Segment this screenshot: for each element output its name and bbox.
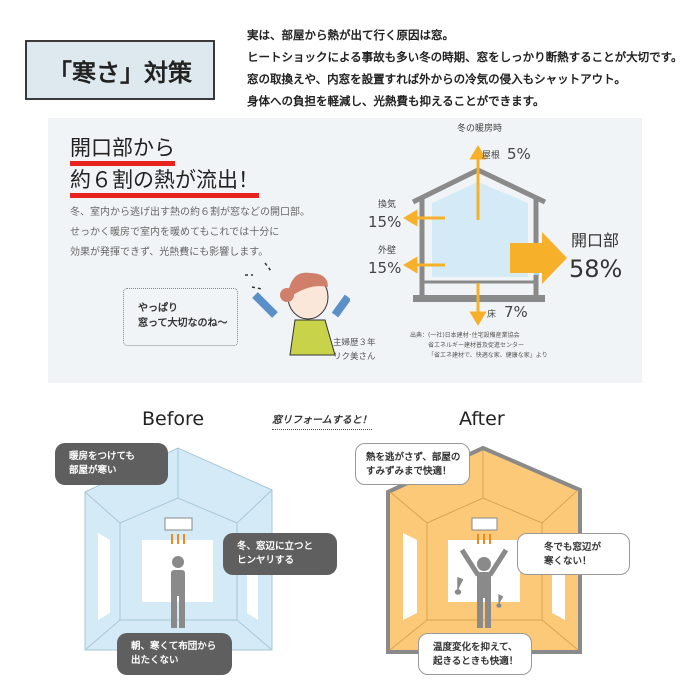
intro-line: ヒートショックによる事故も多い冬の時期、窓をしっかり断熱することが大切です。 — [247, 50, 683, 64]
before-title: Before — [142, 408, 205, 430]
quote-line: 窓って大切なのね〜 — [138, 318, 228, 329]
room-illustrations — [84, 445, 582, 654]
opening-value: 58% — [569, 255, 623, 283]
cold-person — [171, 556, 185, 628]
body-line: 効果が発揮できず、光熱費にも影響します。 — [70, 247, 269, 258]
headline-2: 約６割の熱が流出！ — [70, 168, 259, 198]
wall-value: 15% — [368, 259, 402, 277]
wall-label: 外壁 — [378, 246, 397, 256]
source-line: 「省エネ建材で、快適な家、健康な家」より — [428, 352, 548, 359]
vent-value: 15% — [368, 213, 402, 231]
intro-line: 実は、部屋から熱が出て行く原因は窓。 — [247, 28, 454, 42]
roof-label: 屋根 — [482, 151, 501, 161]
source-line: 省エネルギー建材普及促進センター — [428, 342, 525, 349]
body-line: せっかく暖房で室内を暖めてもこれでは十分に — [70, 227, 280, 238]
house-diagram — [403, 145, 567, 326]
happy-person — [459, 548, 509, 628]
page-title: 「寒さ」対策 — [48, 58, 192, 87]
intro-line: 窓の取換えや、内窓を設置すれば外からの冷気の侵入もシャットアウト。 — [247, 72, 626, 86]
diagram-title: 冬の暖房時 — [457, 124, 503, 134]
after-title: After — [459, 408, 505, 430]
character-caption: 主婦歴３年 — [333, 338, 376, 348]
opening-label: 開口部 — [571, 231, 620, 250]
intro-line: 身体への負担を軽減し、光熱費も抑えることができます。 — [247, 94, 545, 108]
after-bubble: 熱を逃がさず、部屋のすみずみまで快適！ — [355, 443, 470, 485]
after-bubble: 温度変化を抑えて、起きるときも快適！ — [418, 633, 532, 675]
after-bubble: 冬でも窓辺が寒くない！ — [517, 533, 630, 575]
quote-box: やっぱり窓って大切なのね〜 — [123, 288, 238, 346]
before-bubble: 朝、寒くて布団から出たくない — [117, 633, 232, 675]
headline-1: 開口部から — [70, 136, 175, 166]
floor-value: 7% — [504, 303, 528, 321]
music-note-icon — [496, 594, 504, 608]
opening-arrow — [510, 232, 567, 284]
roof-value: 5% — [507, 145, 531, 163]
before-room — [84, 447, 273, 651]
quote-line: やっぱり — [138, 303, 178, 314]
vent-label: 換気 — [378, 200, 397, 210]
character-illustration — [245, 262, 350, 356]
source-line: 出典：(一社)日本建材･住宅設備産業協会 — [410, 332, 520, 339]
body-line: 冬、室内から逃げ出す熱の約６割が窓などの開口部。 — [70, 207, 310, 218]
music-note-icon — [454, 576, 464, 595]
reform-caption: 窓リフォームすると！ — [272, 414, 372, 430]
title-box: 「寒さ」対策 — [25, 40, 215, 100]
before-bubble: 暖房をつけても部屋が寒い — [55, 443, 168, 485]
character-caption: リク美さん — [333, 352, 376, 362]
floor-label: 床 — [487, 310, 497, 320]
before-bubble: 冬、窓辺に立つとヒンヤリする — [223, 533, 337, 575]
